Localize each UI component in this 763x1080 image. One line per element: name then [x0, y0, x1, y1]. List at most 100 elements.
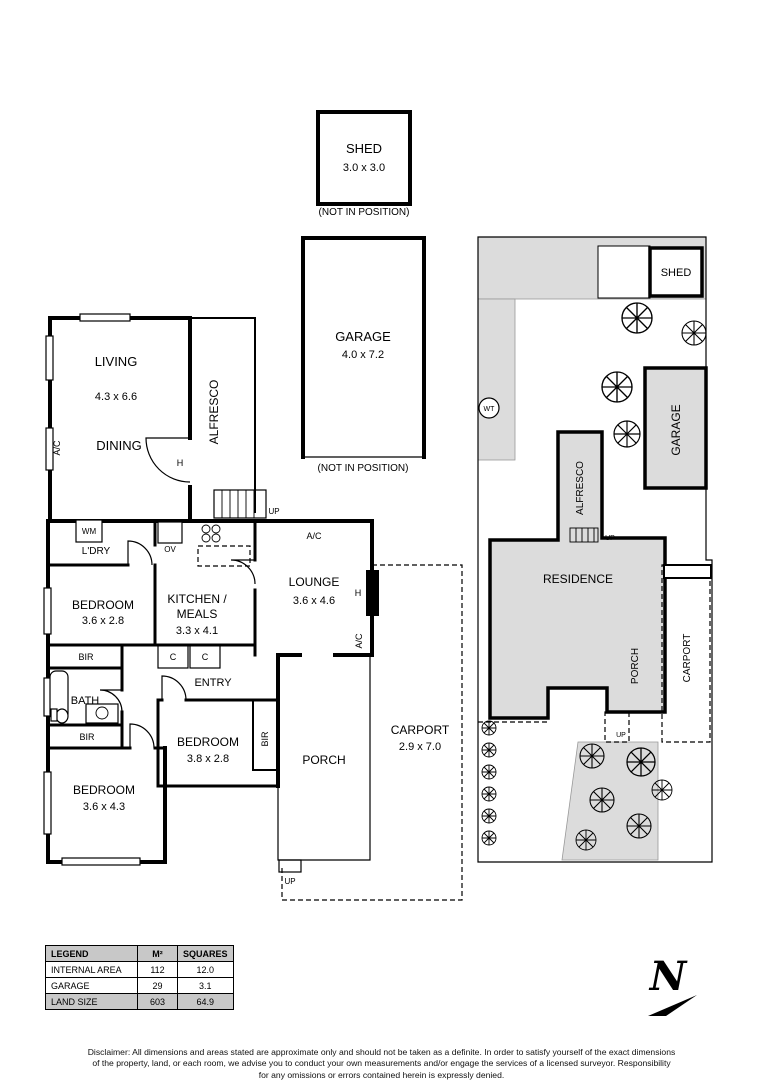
living-left-window	[45, 335, 54, 381]
legend-cell-m2: 29	[137, 977, 178, 994]
bir-label: BIR	[260, 731, 270, 747]
living-top-window	[79, 313, 131, 322]
legend-header-row: LEGEND M² SQUARES	[45, 945, 234, 962]
bedroom3-dims: 3.6 x 4.3	[83, 801, 125, 813]
bath-door-arc	[99, 689, 123, 713]
legend-cell-m2: 112	[137, 961, 178, 978]
site-garage	[643, 366, 708, 490]
bedroom2-bir-walls	[252, 699, 279, 771]
legend-table: LEGEND M² SQUARES INTERNAL AREA 112 12.0…	[45, 945, 234, 1010]
bedroom2-walls	[156, 698, 280, 788]
bedroom1-window	[43, 587, 52, 635]
legend-row-garage: GARAGE 29 3.1	[45, 977, 234, 994]
site-shed-label: SHED	[661, 267, 692, 279]
disclaimer-line-2: of the property, land, or each room, we …	[92, 1058, 671, 1069]
legend-cell-label: LAND SIZE	[45, 993, 138, 1010]
site-left-strip	[477, 298, 516, 461]
shed-walls	[316, 110, 412, 206]
basin-icon	[95, 706, 109, 720]
dining-label: DINING	[96, 438, 142, 453]
legend-row-internal-area: INTERNAL AREA 112 12.0	[45, 961, 234, 978]
carport-dims: 2.9 x 7.0	[399, 741, 441, 753]
garage-plan: GARAGE 4.0 x 7.2 (NOT IN POSITION)	[301, 236, 426, 474]
site-residence	[488, 430, 667, 720]
kitchen-label-1: KITCHEN /	[167, 592, 227, 606]
bir-label: BIR	[78, 652, 94, 662]
bir1-walls	[46, 643, 124, 670]
bedroom3-door-arc	[129, 723, 155, 749]
bedroom2-dims: 3.8 x 2.8	[187, 753, 229, 765]
porch-up-label: UP	[284, 877, 295, 886]
ac-label: A/C	[52, 440, 62, 456]
garage-walls	[301, 236, 426, 459]
garage-label: GARAGE	[335, 329, 391, 344]
site-stairs	[569, 527, 599, 543]
site-stairs-treads	[575, 528, 595, 542]
stairs	[213, 489, 267, 519]
tree-icon	[601, 371, 633, 403]
toilet	[55, 708, 69, 724]
shrub-icon	[481, 742, 497, 758]
closet-label: C	[202, 652, 209, 662]
washing-machine	[75, 519, 103, 543]
legend-row-land-size: LAND SIZE 603 64.9	[45, 993, 234, 1010]
water-tank	[478, 397, 500, 419]
legend-header-legend: LEGEND	[45, 945, 138, 962]
site-alfresco-label: ALFRESCO	[575, 461, 586, 515]
garage-note: (NOT IN POSITION)	[318, 463, 409, 474]
site-porch-label: PORCH	[630, 648, 641, 684]
disclaimer-line-1: Disclaimer: All dimensions and areas sta…	[87, 1047, 676, 1057]
legend-cell-m2: 603	[137, 993, 178, 1010]
garage-floor	[303, 238, 424, 457]
site-shed	[648, 246, 704, 298]
lounge-label: LOUNGE	[289, 575, 340, 589]
closet-label: C	[170, 652, 177, 662]
shed-dims: 3.0 x 3.0	[343, 162, 385, 174]
porch-label: PORCH	[302, 753, 345, 767]
bedroom1-label: BEDROOM	[72, 598, 134, 612]
bedroom2-label: BEDROOM	[177, 735, 239, 749]
bedroom3-bottom-window	[61, 857, 141, 866]
shed-note: (NOT IN POSITION)	[319, 207, 410, 218]
property-boundary	[477, 236, 713, 863]
shrub-icon	[481, 764, 497, 780]
stove-burner-icon	[211, 533, 221, 543]
stove-burner-icon	[211, 524, 221, 534]
carport-outline	[281, 564, 463, 901]
living-door-arc	[145, 437, 191, 483]
bath-label: BATH	[71, 695, 100, 707]
shrub-icon	[481, 808, 497, 824]
laundry-label: L'DRY	[82, 546, 111, 557]
tree-icon	[589, 787, 615, 813]
site-crossover	[663, 564, 712, 579]
porch-step	[278, 859, 302, 873]
legend-cell-squares: 64.9	[177, 993, 234, 1010]
kitchen-dims: 3.3 x 4.1	[176, 625, 218, 637]
stove-burner-icon	[201, 524, 211, 534]
north-arrow-icon	[648, 995, 697, 1016]
tree-icon	[621, 302, 653, 334]
carport-label: CARPORT	[391, 723, 450, 737]
legend-cell-squares: 3.1	[177, 977, 234, 994]
lounge-walls	[276, 519, 374, 657]
bir-label: BIR	[79, 732, 95, 742]
living-floor	[50, 318, 190, 521]
shrub-icon	[481, 720, 497, 736]
legend-cell-squares: 12.0	[177, 961, 234, 978]
living-dims: 4.3 x 6.6	[95, 391, 137, 403]
h-label: H	[355, 588, 362, 598]
h-label: H	[177, 458, 184, 468]
stove-burner-icon	[201, 533, 211, 543]
toilet-cistern	[50, 708, 58, 722]
lounge-dims: 3.6 x 4.6	[293, 595, 335, 607]
ac-label: A/C	[306, 531, 322, 541]
alfresco-label: ALFRESCO	[207, 380, 221, 445]
stairs-treads	[221, 490, 255, 518]
ac-label: A/C	[354, 633, 364, 649]
disclaimer-line-3: for any omissions or errors contained he…	[258, 1069, 505, 1080]
site-porch-steps	[604, 711, 630, 743]
tree-icon	[579, 743, 605, 769]
bedroom2-door-arc	[161, 675, 187, 701]
